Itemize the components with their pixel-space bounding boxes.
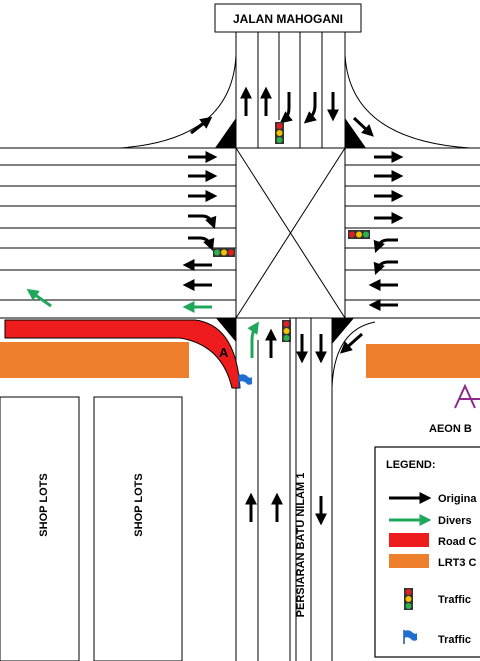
arrow-se (352, 116, 374, 137)
legend-traffic-light-icon (404, 588, 413, 610)
point-a-label: A (219, 345, 229, 360)
legend: LEGEND: Origina Divers Road C LRT3 C Tra… (374, 446, 480, 658)
title-box (214, 3, 362, 33)
legend-red-block-icon (389, 533, 429, 547)
legend-item-label: Traffic (438, 634, 471, 646)
legend-item-label: Road C (438, 536, 477, 548)
aeon-label: AEON B (429, 423, 472, 435)
traffic-light-icon (275, 122, 284, 144)
lrt3-zone-east (366, 344, 480, 378)
diversion-arrow-nw (26, 288, 52, 308)
shop-lots-block-1 (0, 396, 80, 661)
diversion-arrows (26, 288, 259, 358)
road-name-north: JALAN MAHOGANI (233, 12, 343, 26)
legend-box (374, 446, 480, 658)
arrow-east-right (188, 214, 217, 230)
arrow-ne (190, 116, 213, 135)
legend-item-label: LRT3 C (438, 557, 477, 569)
arrow-down-right (303, 92, 317, 124)
legend-item-label: Divers (438, 515, 472, 527)
road-closure-area (4, 319, 241, 389)
legend-heading: LEGEND: (386, 459, 436, 471)
aeon-logo (454, 383, 480, 409)
arrow-sw (339, 332, 363, 354)
traffic-light-icon (213, 248, 235, 257)
arrow-down-right (279, 92, 293, 124)
original-flow-arrows (182, 86, 404, 526)
legend-item-label: Traffic (438, 594, 471, 606)
legend-orange-block-icon (389, 554, 429, 568)
flag-icon (238, 374, 252, 388)
shop-lots-block-2 (93, 396, 183, 661)
shop-lots-label-2: SHOP LOTS (133, 473, 145, 536)
road-layout (0, 30, 480, 661)
arrow-west-left (373, 238, 398, 254)
lrt3-zone-west (0, 342, 189, 378)
legend-item-label: Origina (438, 493, 477, 505)
corner-islands (215, 118, 366, 344)
arrow-west-left (373, 260, 398, 276)
legend-flag-icon (403, 630, 417, 644)
arrow-east-right (188, 236, 215, 252)
traffic-light-icon (348, 230, 370, 239)
shop-lots-label-1: SHOP LOTS (38, 473, 50, 536)
road-name-south: PERSIARAN BATU NILAM 1 (295, 473, 307, 618)
traffic-light-icon (282, 320, 291, 342)
diversion-arrow-up (247, 321, 259, 358)
